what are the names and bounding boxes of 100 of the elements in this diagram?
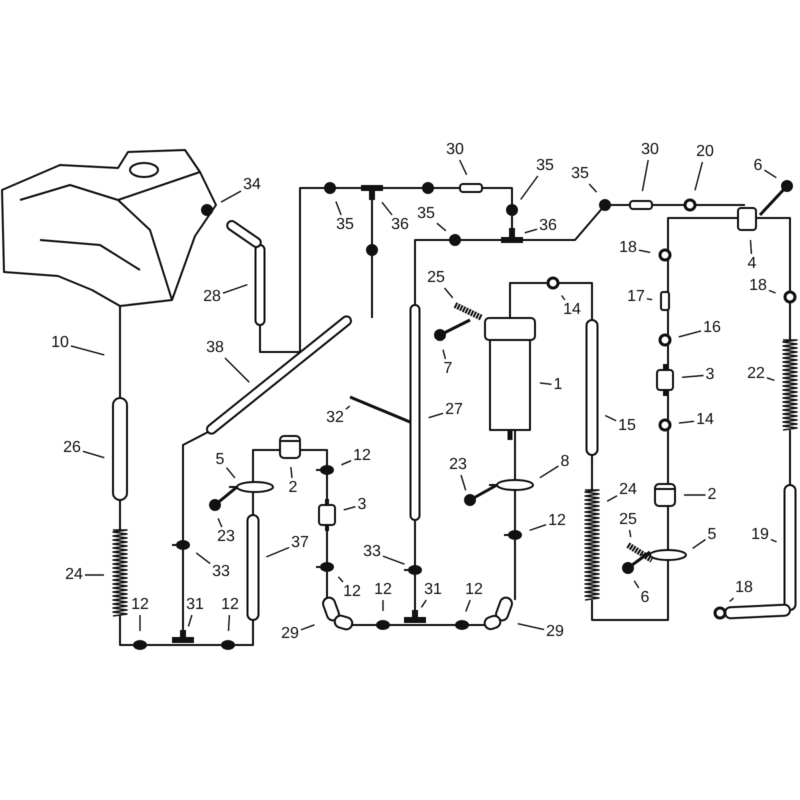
callout-number: 22 [746,365,766,383]
leader-line [460,474,466,490]
leader-line [606,495,618,502]
callout-number: 18 [748,277,768,295]
callout-number: 34 [242,176,262,194]
callout-number: 4 [746,255,758,273]
leader-line [682,374,704,378]
leader-line [139,615,141,631]
leader-line [442,350,446,360]
callout-number: 23 [216,528,236,546]
callout-number: 31 [185,596,205,614]
callout-number: 35 [416,205,436,223]
callout-number: 12 [130,596,150,614]
callout-number: 3 [356,496,368,514]
leader-line [222,284,248,294]
leader-line [634,580,640,588]
leader-line [529,524,546,532]
callout-number: 25 [618,511,638,529]
callout-number: 29 [280,625,300,643]
callout-number: 23 [448,456,468,474]
callout-number: 24 [64,566,84,584]
leader-line [729,598,734,602]
leader-line [524,228,538,234]
callout-number: 12 [464,581,484,599]
leader-line [678,420,694,424]
leader-line [344,506,356,511]
callout-number: 12 [547,512,567,530]
leader-line [335,201,342,216]
callout-number: 29 [545,623,565,641]
leader-line [540,382,552,385]
callout-number: 3 [704,366,716,384]
leader-line [196,552,211,564]
leader-line [341,460,352,466]
leader-line [628,530,632,538]
leader-line [604,414,616,422]
callout-number: 12 [342,583,362,601]
callout-number: 6 [640,589,650,607]
leader-line [459,160,468,176]
leader-line [300,624,315,631]
callout-number: 17 [626,288,646,306]
callout-number: 26 [62,439,82,457]
callout-number: 35 [535,157,555,175]
leader-line [290,466,293,478]
leader-line [692,538,706,549]
leader-line [539,465,559,478]
leader-line [224,358,250,383]
callout-number: 16 [702,319,722,337]
leader-line [444,288,454,298]
callout-number: 2 [706,486,718,504]
callout-number: 12 [220,596,240,614]
leader-line [768,290,776,294]
leader-line [381,202,393,216]
leader-line [428,412,444,418]
callout-number: 30 [445,141,465,159]
leader-line [561,295,566,300]
callout-number: 24 [618,481,638,499]
callout-number: 15 [617,417,637,435]
leader-line [684,494,706,496]
leader-line [226,467,236,478]
leader-line [338,576,344,582]
leader-line [646,298,652,300]
leader-line [436,222,446,232]
callout-number: 27 [444,401,464,419]
callout-number: 2 [288,479,298,497]
leader-line [84,574,104,576]
leader-line [678,330,702,338]
callout-number: 30 [640,141,660,159]
leader-line [188,614,193,627]
leader-line [518,623,544,630]
leader-line [382,600,384,611]
leader-line [82,450,104,458]
leader-line [638,250,650,254]
callout-number: 1 [552,376,564,394]
callout-number: 7 [442,360,454,378]
callout-number: 6 [752,157,764,175]
callout-number: 18 [618,239,638,257]
callout-number: 5 [214,451,226,469]
callout-number: 31 [423,581,443,599]
leader-line [770,538,777,543]
callout-number: 5 [706,526,718,544]
leader-line [766,377,775,382]
callout-number: 36 [390,216,410,234]
callout-number: 12 [373,581,393,599]
leader-line [217,518,222,528]
leader-line [642,160,649,192]
leader-line [465,600,471,612]
leader-line [345,405,350,410]
callout-number: 28 [202,288,222,306]
leader-line [220,190,242,203]
callout-number: 32 [325,409,345,427]
callout-number: 20 [695,143,715,161]
callout-number: 37 [290,534,310,552]
callout-number: 33 [211,563,231,581]
leader-line [520,176,538,200]
callout-number: 35 [335,216,355,234]
leader-line [228,614,230,632]
leader-line [694,162,704,190]
leader-line [382,555,405,565]
callout-number: 12 [352,447,372,465]
callout-number: 35 [570,165,590,183]
